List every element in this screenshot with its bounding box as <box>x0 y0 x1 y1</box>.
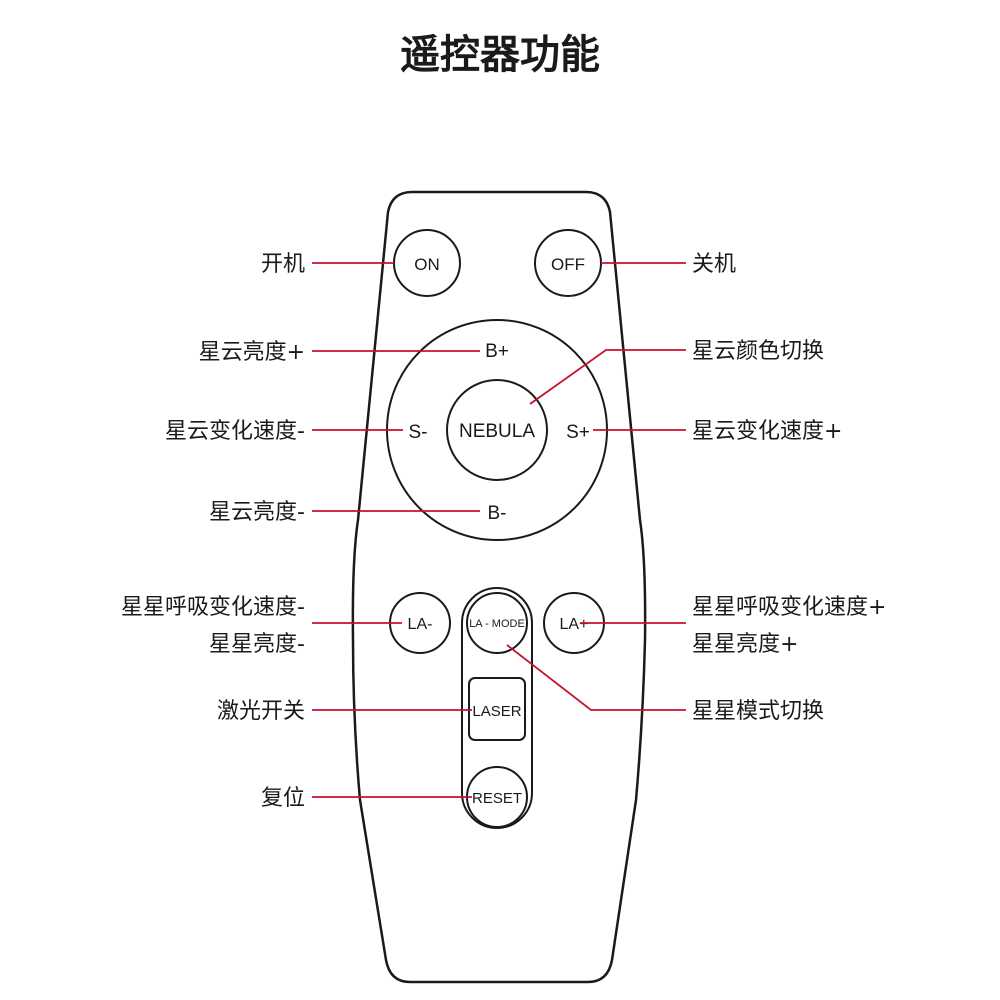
la-plus-button-text: LA+ <box>560 616 589 633</box>
remote-body <box>351 190 647 984</box>
label-nebula-brightness-down: 星云亮度- <box>209 500 305 525</box>
label-star-breath-speed-down: 星星呼吸变化速度- <box>121 595 305 620</box>
leader-lines <box>312 262 686 798</box>
la-plus-button[interactable]: LA+ <box>543 592 605 654</box>
la-mode-button-text: LA - MODE <box>469 618 525 630</box>
label-nebula-brightness-up: 星云亮度+ <box>199 340 305 365</box>
s-minus-button[interactable]: S- <box>409 422 428 443</box>
on-button[interactable]: ON <box>393 229 461 297</box>
off-button[interactable]: OFF <box>534 229 602 297</box>
la-mode-button[interactable]: LA - MODE <box>466 592 528 654</box>
page-title: 遥控器功能 <box>400 32 600 78</box>
b-minus-button[interactable]: B- <box>488 503 507 524</box>
label-star-brightness-up: 星星亮度+ <box>692 632 798 657</box>
nebula-button-text: NEBULA <box>459 421 535 442</box>
label-nebula-color: 星云颜色切换 <box>692 339 824 364</box>
off-button-text: OFF <box>551 255 585 274</box>
s-plus-button[interactable]: S+ <box>566 422 590 443</box>
label-star-mode: 星星模式切换 <box>692 699 824 724</box>
label-star-breath-speed-up: 星星呼吸变化速度+ <box>692 595 886 620</box>
label-off: 关机 <box>692 252 736 277</box>
reset-button[interactable]: RESET <box>466 766 528 828</box>
laser-button-text: LASER <box>472 703 521 720</box>
nebula-button[interactable]: NEBULA <box>446 379 548 481</box>
leader-la-mode <box>506 644 686 711</box>
label-reset: 复位 <box>261 786 305 811</box>
label-on: 开机 <box>261 252 305 277</box>
laser-button[interactable]: LASER <box>468 677 526 741</box>
leader-nebula <box>529 349 686 405</box>
label-nebula-speed-down: 星云变化速度- <box>165 419 305 444</box>
label-star-brightness-down: 星星亮度- <box>209 632 305 657</box>
la-minus-button[interactable]: LA- <box>389 592 451 654</box>
label-laser-switch: 激光开关 <box>217 699 305 724</box>
on-button-text: ON <box>414 255 440 274</box>
la-minus-button-text: LA- <box>408 616 433 633</box>
reset-button-text: RESET <box>472 790 522 807</box>
label-nebula-speed-up: 星云变化速度+ <box>692 419 842 444</box>
b-plus-button[interactable]: B+ <box>485 341 509 362</box>
